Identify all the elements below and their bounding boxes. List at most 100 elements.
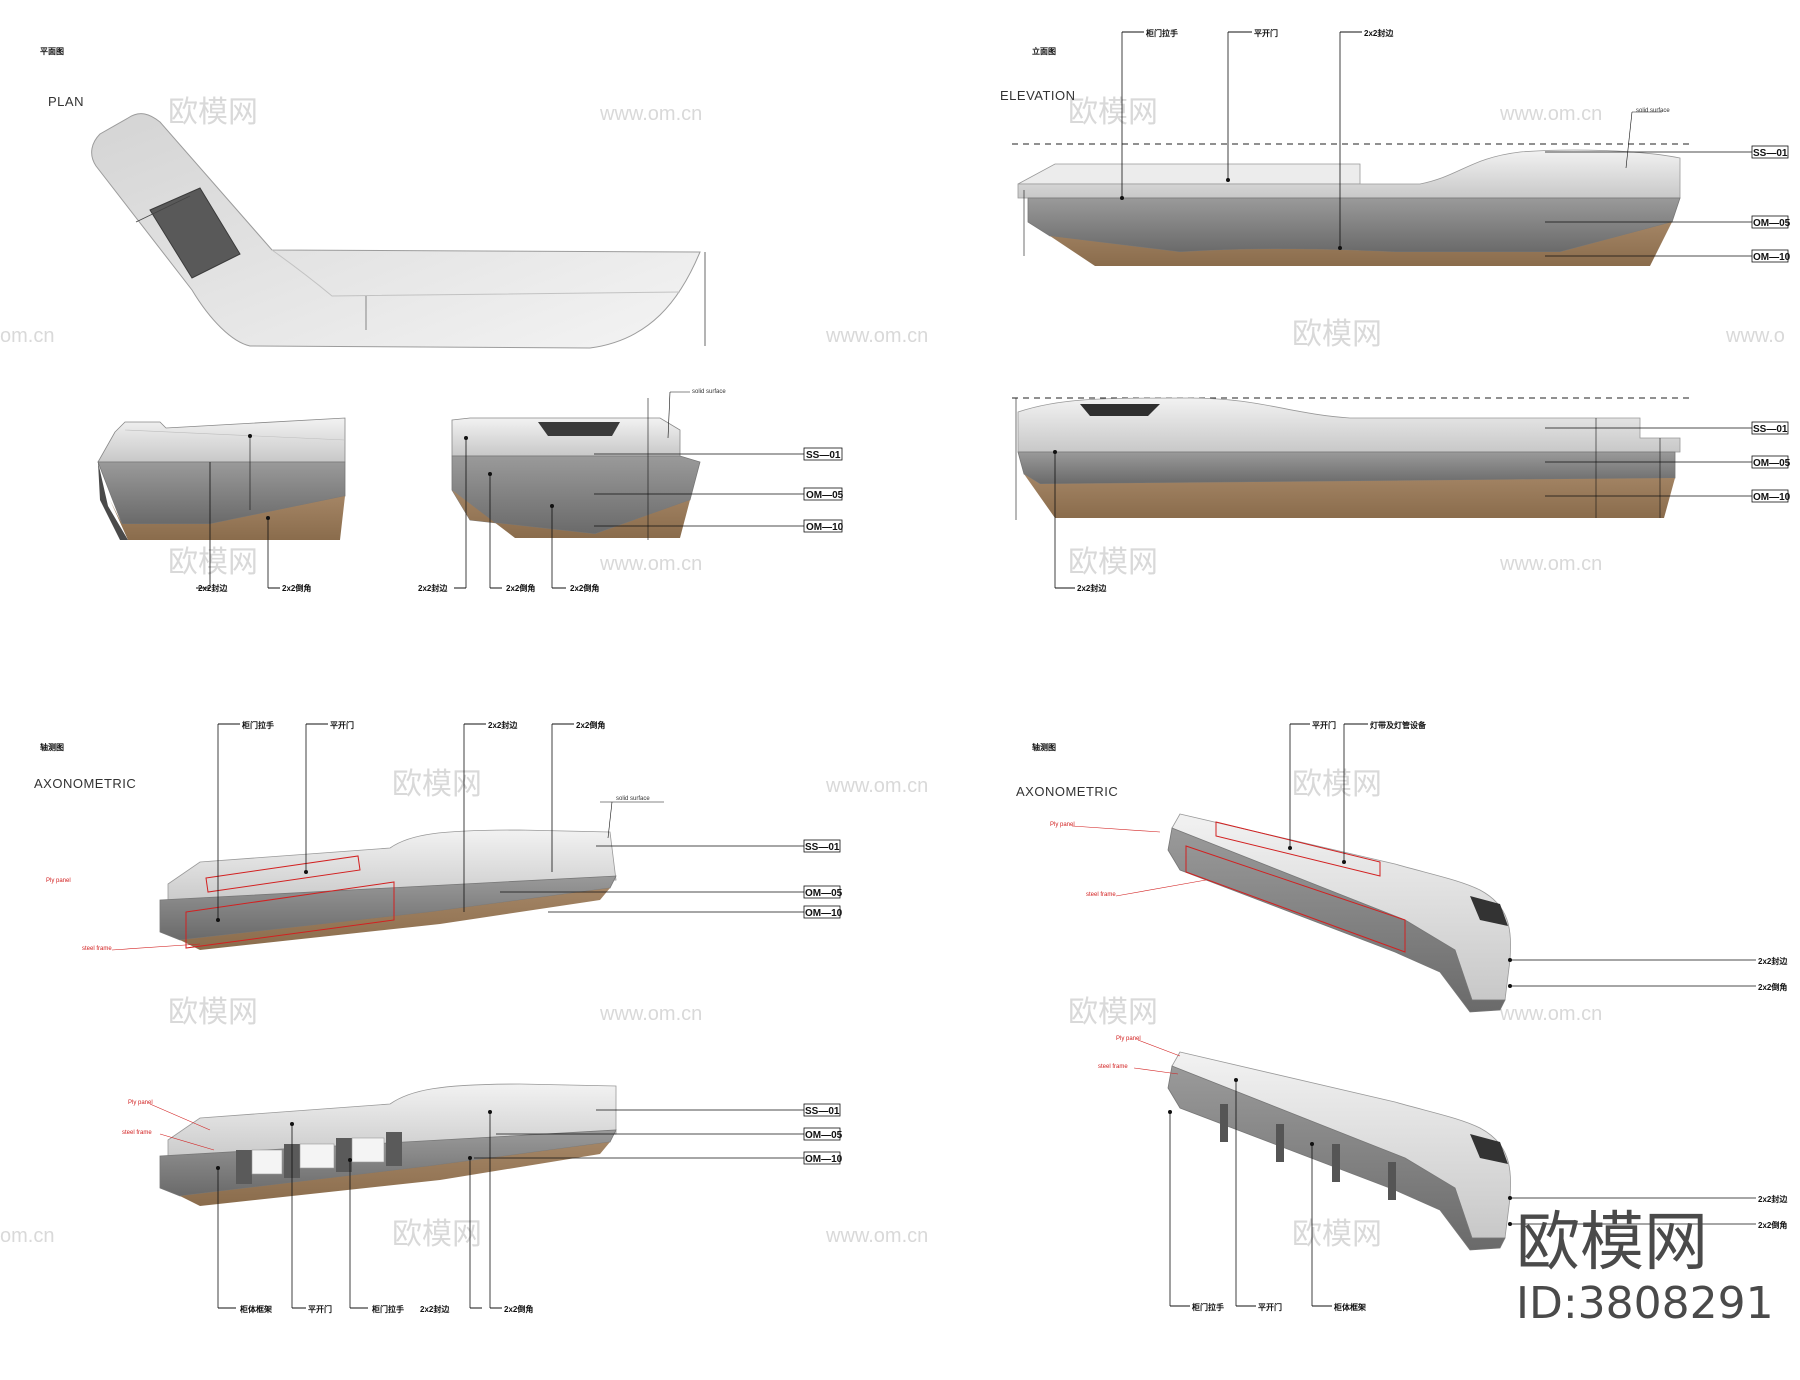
elevation-view-b: 2x2封边 SS—01 OM—05 OM—10 (1012, 397, 1791, 593)
label-seal: 2x2封边 (1758, 956, 1788, 966)
label-swing-door: 平开门 (1258, 1302, 1282, 1312)
axonometric-view-left-b: 柜体框架 平开门 柜门拉手 2x2封边 2x2倒角 Ply panel stee… (122, 1083, 843, 1314)
section-b-recess (538, 422, 620, 436)
label-solid-surface: solid surface (1636, 108, 1670, 114)
leader-marker (216, 918, 220, 922)
label-steel-frame: steel frame (82, 946, 112, 952)
section-a-top (97, 417, 346, 463)
leader-marker (488, 1110, 492, 1114)
leader-marker (1342, 860, 1346, 864)
axo-b-support (236, 1150, 252, 1184)
label-swing-door: 平开门 (330, 720, 354, 730)
leader-marker (488, 472, 492, 476)
tag-om10: OM—10 (805, 1154, 843, 1165)
section-a-edge (124, 429, 346, 441)
leader-marker (1508, 984, 1512, 988)
watermark-cn: 欧模网 (168, 546, 258, 579)
tag-om10: OM—10 (806, 522, 844, 533)
label-steel-frame: steel frame (122, 1130, 152, 1136)
label-door-handle: 柜门拉手 (241, 720, 274, 730)
leader-marker (550, 504, 554, 508)
label-edge: 2x2倒角 (1758, 1220, 1787, 1230)
leader-marker (248, 434, 252, 438)
tag-box (1751, 145, 1789, 159)
axo-title-cn: 轴测图 (1032, 742, 1056, 752)
label-swing-door: 平开门 (308, 1304, 332, 1314)
tag-om05: OM—05 (805, 1130, 843, 1141)
label-ply-panel: Ply panel (128, 1100, 153, 1106)
elevation-b-base (1024, 474, 1675, 518)
section-view-b: 2x2封边 2x2倒角 2x2倒角 solid surface SS—01 OM… (418, 389, 844, 593)
watermark-cn: 欧模网 (1068, 96, 1158, 129)
leader-marker (290, 1122, 294, 1126)
axo-ra-ply-panel (1215, 821, 1381, 877)
leader-line (149, 1103, 211, 1131)
elevation-b-top (1017, 397, 1681, 453)
axo-title: AXONOMETRIC (1016, 784, 1118, 799)
plan-section-line (135, 195, 191, 223)
leader-line (667, 391, 671, 439)
leader-marker (1120, 196, 1124, 200)
section-view-a: 2x2封边 2x2倒角 (97, 417, 346, 593)
plan-view: 平面图 PLAN (40, 47, 706, 349)
leader-marker (1508, 958, 1512, 962)
brand-id: ID:3808291 (1516, 1278, 1774, 1329)
leader-marker (1053, 450, 1057, 454)
leader-line (1625, 111, 1633, 169)
axo-rb-screen (1470, 1134, 1508, 1164)
axo-a-steel-frame (185, 881, 395, 949)
axonometric-view-right-b: 柜门拉手 平开门 柜体框架 Ply panel steel frame 2x2封… (1098, 1036, 1788, 1312)
tag-box (803, 519, 843, 533)
label-edge: 2x2倒角 (504, 1304, 533, 1314)
leader-line (607, 801, 613, 839)
leader-line (1133, 1067, 1179, 1075)
label-seal: 2x2封边 (1364, 28, 1394, 38)
watermark-url: www.o (1725, 325, 1785, 347)
tag-ss01: SS—01 (1753, 148, 1788, 159)
tag-box (803, 487, 843, 501)
section-a-base (110, 496, 345, 540)
elevation-upper-rail (1017, 163, 1361, 185)
axo-b-top (167, 1083, 617, 1163)
axonometric-view-right-a: 轴测图 AXONOMETRIC 平开门 灯带及灯管设备 Ply panel st… (1016, 720, 1788, 1013)
brand-name: 欧模网 (1516, 1206, 1708, 1280)
watermark-url: www.om.cn (825, 1225, 928, 1247)
section-a-shadow (98, 462, 128, 540)
label-steel-frame: steel frame (1086, 892, 1116, 898)
label-seal: 2x2封边 (1758, 1194, 1788, 1204)
tag-om05: OM—05 (1753, 218, 1791, 229)
label-solid-surface: solid surface (616, 796, 650, 802)
tag-om05: OM—05 (805, 888, 843, 899)
label-ply-panel: Ply panel (1116, 1036, 1141, 1042)
axo-b-opening (351, 1137, 385, 1163)
elevation-body (1027, 197, 1681, 253)
elevation-title-cn: 立面图 (1032, 46, 1056, 56)
elevation-base (1050, 222, 1672, 266)
tag-box (803, 885, 841, 899)
leader-line (159, 1133, 215, 1151)
leader-line (1115, 879, 1207, 897)
axo-a-ply-panel (205, 855, 361, 893)
label-solid-surface: solid surface (692, 389, 726, 395)
leader-marker (1288, 846, 1292, 850)
label-light-strip: 灯带及灯管设备 (1370, 720, 1427, 730)
label-swing-door: 平开门 (1254, 28, 1278, 38)
axo-b-support (386, 1132, 402, 1166)
plan-title-cn: 平面图 (40, 47, 64, 56)
label-swing-door: 平开门 (1312, 720, 1336, 730)
watermark-url: om.cn (0, 1225, 54, 1247)
label-ply-panel: Ply panel (46, 878, 71, 884)
label-edge: 2x2倒角 (1758, 982, 1787, 992)
tag-om10: OM—10 (1753, 252, 1791, 263)
watermark-url: www.om.cn (1499, 1003, 1602, 1025)
leader-marker (216, 1166, 220, 1170)
leader-marker (468, 1156, 472, 1160)
leader-marker (1508, 1222, 1512, 1226)
tag-ss01: SS—01 (805, 1106, 840, 1117)
watermark-url: www.om.cn (825, 325, 928, 347)
label-seal: 2x2封边 (420, 1304, 450, 1314)
axo-ra-body (1167, 827, 1506, 1013)
watermark-url: www.om.cn (1499, 103, 1602, 125)
tag-box (1751, 249, 1789, 263)
